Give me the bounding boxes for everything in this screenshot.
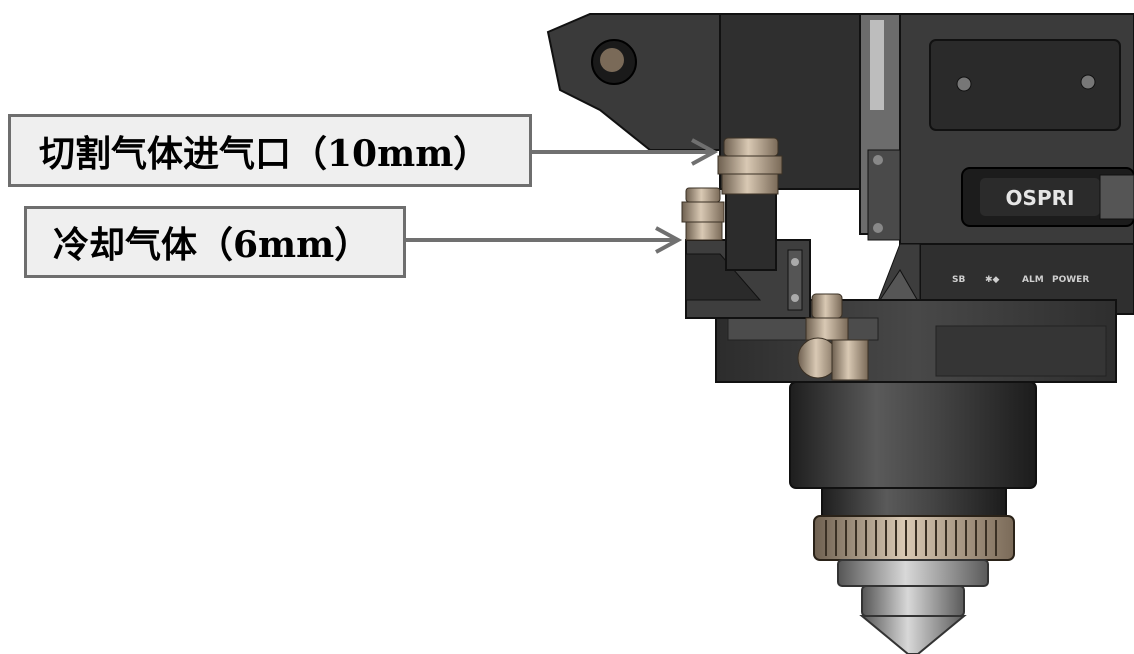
cutting-gas-inlet-label: 切割气体进气口（10mm） [8, 114, 532, 187]
brand-logo: OSPRI [1006, 186, 1075, 210]
indicator-label: ALM [1022, 275, 1044, 285]
upper-housing: OSPRI SB ✱◆ ALM POWER [546, 13, 1134, 315]
indicator-labels: SB ✱◆ ALM POWER [952, 275, 1089, 285]
nozzle-assembly [789, 381, 1037, 654]
elbow-fitting [797, 293, 869, 381]
arrow-cooling-gas [406, 226, 683, 254]
cooling-gas-text: 冷却气体（6mm） [53, 224, 371, 266]
cutting-gas-inlet-text: 切割气体进气口（10mm） [39, 132, 490, 175]
cooling-gas-label: 冷却气体（6mm） [24, 206, 406, 278]
arrow-cutting-gas [532, 138, 719, 166]
knurled-ring [825, 520, 997, 556]
indicator-label: ✱◆ [985, 275, 1000, 285]
indicator-label: POWER [1052, 275, 1089, 285]
indicator-label: SB [952, 275, 965, 285]
cutting-gas-fitting [717, 137, 783, 195]
cooling-gas-fitting [681, 187, 725, 241]
gas-manifold-block [685, 189, 811, 319]
